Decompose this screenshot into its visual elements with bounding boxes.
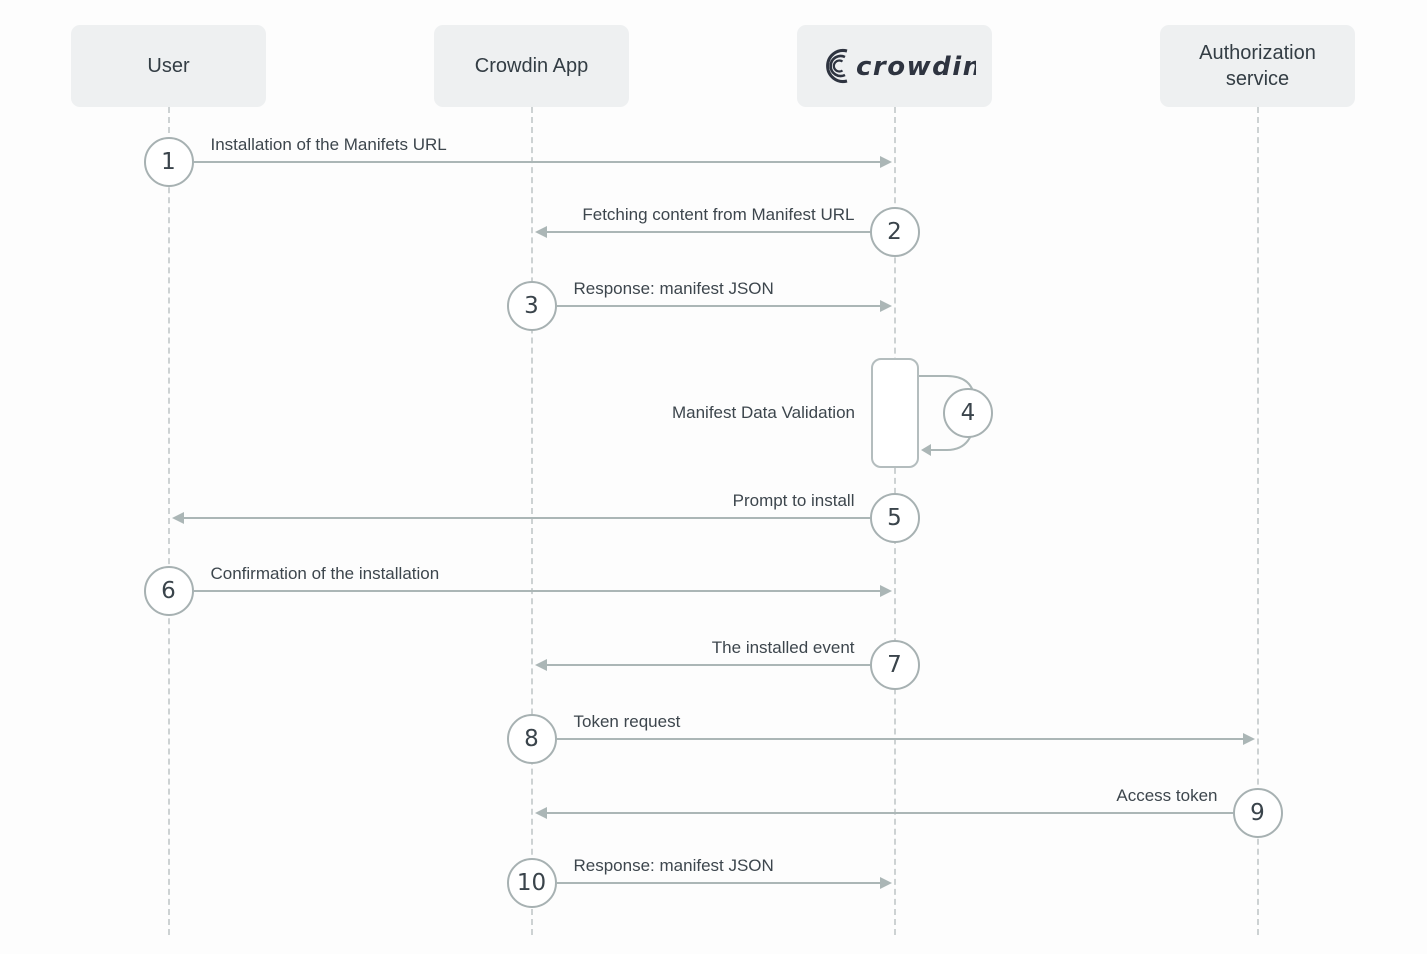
step-circle-6: 6	[143, 566, 194, 616]
step-number: 4	[960, 400, 976, 426]
message-label: Response: manifest JSON	[573, 279, 774, 298]
activation-box	[871, 358, 919, 468]
arrowhead-icon	[879, 585, 892, 597]
message-label: Manifest Data Validation	[671, 403, 855, 422]
step-number: 6	[161, 578, 176, 604]
actor-box-crowdin-app: Crowdin App	[434, 25, 629, 107]
message-label: Response: manifest JSON	[573, 856, 774, 875]
message-arrow-line	[546, 664, 870, 666]
message-arrow-line	[556, 738, 1243, 740]
lifeline-crowdin-app	[530, 107, 533, 935]
message-label: Token request	[573, 712, 681, 731]
step-number: 7	[887, 652, 902, 678]
actor-label-user: User	[147, 55, 190, 77]
step-circle-1: 1	[143, 137, 194, 187]
step-circle-3: 3	[506, 281, 557, 331]
lifeline-user	[167, 107, 170, 935]
message-label: Prompt to install	[732, 491, 855, 510]
step-circle-10: 10	[506, 858, 557, 908]
actor-box-user: User	[71, 25, 266, 107]
arrowhead-icon	[171, 512, 184, 524]
crowdin-logo-icon: crowdin	[825, 49, 976, 83]
actor-box-crowdin: crowdin	[797, 25, 992, 107]
step-circle-4: 4	[943, 388, 993, 438]
step-circle-2: 2	[869, 207, 920, 257]
arrowhead-icon	[534, 807, 547, 819]
actor-label-crowdin-app: Crowdin App	[474, 55, 589, 77]
message-arrow-line	[546, 812, 1233, 814]
step-circle-9: 9	[1232, 788, 1283, 838]
message-label: Access token	[1116, 786, 1218, 805]
message-label: The installed event	[711, 638, 855, 657]
arrowhead-icon	[534, 226, 547, 238]
arrowhead-icon	[879, 300, 892, 312]
step-number: 5	[887, 505, 902, 531]
step-circle-8: 8	[506, 714, 557, 764]
arrowhead-icon	[879, 156, 892, 168]
crowdin-wordmark: crowdin	[856, 52, 976, 82]
step-number: 3	[524, 293, 539, 319]
step-number: 9	[1250, 800, 1265, 826]
message-arrow-line	[546, 231, 870, 233]
actor-box-authorization-service: Authorization service	[1160, 25, 1355, 107]
step-number: 1	[161, 149, 176, 175]
step-number: 2	[887, 219, 902, 245]
message-label: Confirmation of the installation	[210, 564, 440, 583]
step-circle-5: 5	[869, 493, 920, 543]
message-arrow-line	[556, 305, 880, 307]
step-number: 8	[524, 726, 539, 752]
message-arrow-line	[193, 590, 880, 592]
arrowhead-icon	[1242, 733, 1255, 745]
message-arrow-line	[556, 882, 880, 884]
arrowhead-icon	[879, 877, 892, 889]
lifeline-authorization-service	[1256, 107, 1259, 935]
step-circle-7: 7	[869, 640, 920, 690]
message-label: Installation of the Manifets URL	[210, 135, 447, 154]
message-arrow-line	[193, 161, 880, 163]
step-number: 10	[516, 870, 547, 896]
message-label: Fetching content from Manifest URL	[582, 205, 855, 224]
message-arrow-line	[183, 517, 870, 519]
arrowhead-icon	[534, 659, 547, 671]
actor-label-authorization-service: Authorization service	[1199, 42, 1316, 90]
